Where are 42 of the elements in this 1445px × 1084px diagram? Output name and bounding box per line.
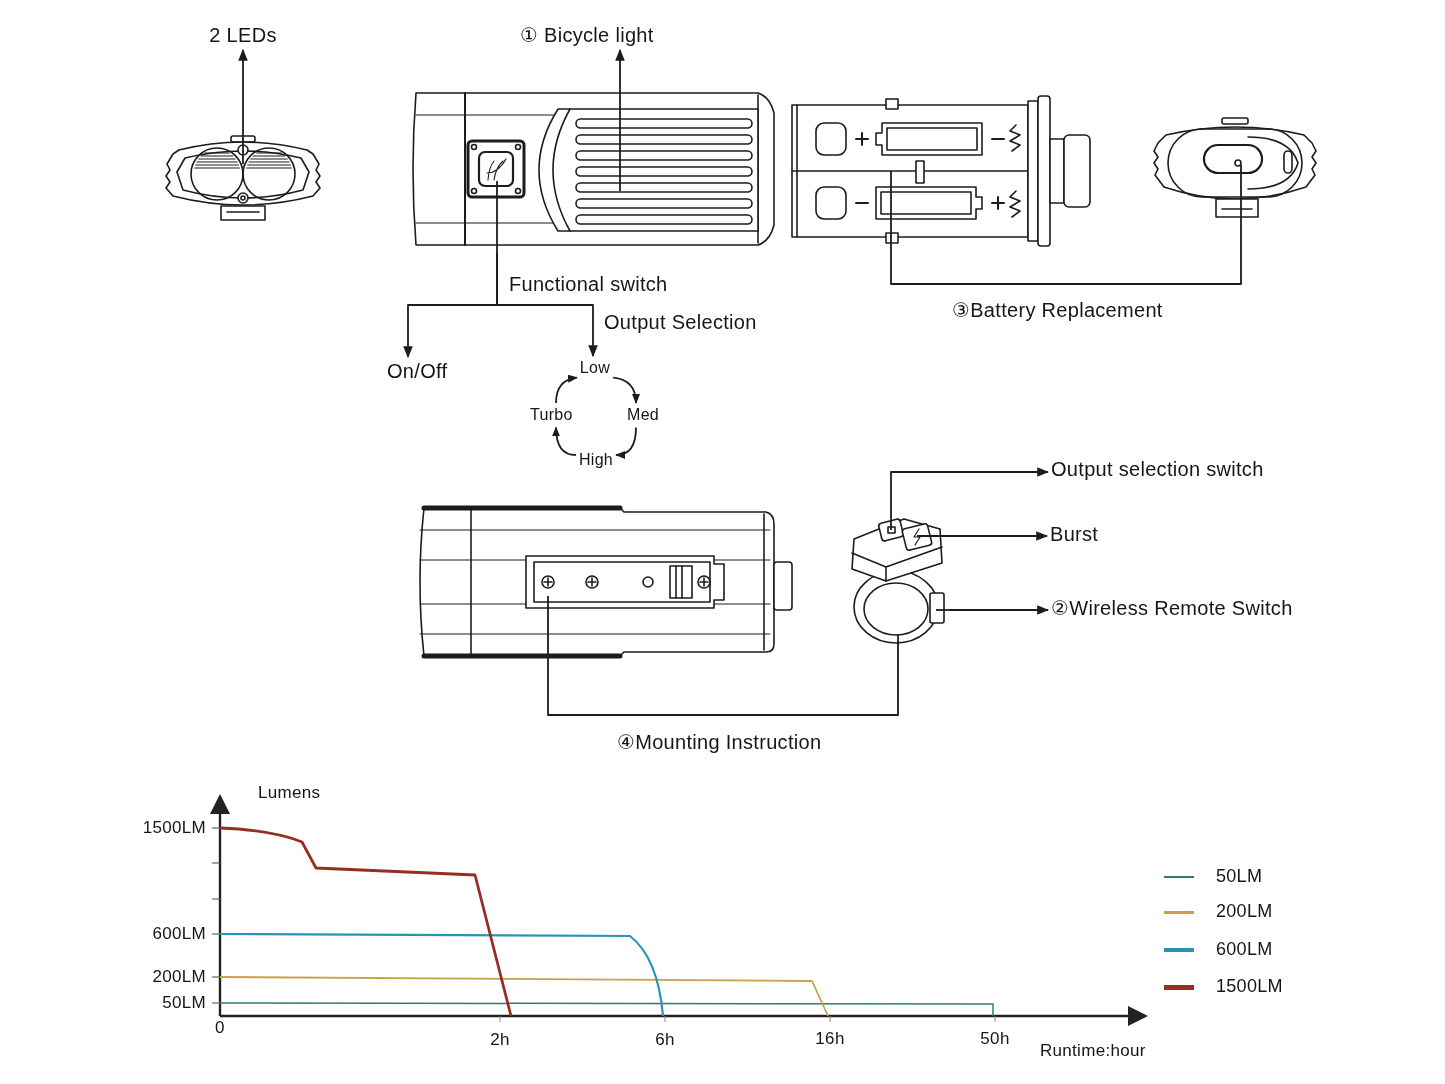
callout-label: Burst <box>1050 523 1099 546</box>
curved-arrow <box>552 426 577 456</box>
curved-arrow <box>615 426 637 459</box>
leader-line <box>547 646 899 716</box>
mode-label: High <box>578 451 614 470</box>
arrow <box>949 531 1049 541</box>
edge-label: Output Selection <box>602 311 759 334</box>
tick-label: 16h <box>815 1029 845 1049</box>
callout-label: 2 LEDs <box>209 24 277 47</box>
mode-label: Low <box>579 359 611 378</box>
curved-arrow <box>612 376 640 404</box>
arrow <box>615 48 625 86</box>
legend-label: 600LM <box>1216 939 1273 960</box>
axis-title: Runtime:hour <box>1040 1041 1146 1061</box>
legend-label: 1500LM <box>1216 976 1283 997</box>
tick-label: 50LM <box>162 993 206 1013</box>
callout-label: ① Bicycle light <box>520 24 654 47</box>
arrow <box>949 605 1050 615</box>
legend-label: 50LM <box>1216 866 1263 887</box>
edge-label: ③Battery Replacement <box>950 299 1165 322</box>
tick-label: 1500LM <box>142 818 206 838</box>
mode-label: Turbo <box>530 406 573 425</box>
legend-label: 200LM <box>1216 901 1273 922</box>
leader-line <box>890 222 1242 285</box>
axis-title: Lumens <box>258 783 321 803</box>
mode-label: On/Off <box>387 360 448 383</box>
arrow <box>890 467 1050 518</box>
light-front-view <box>163 120 323 222</box>
tick-label: 6h <box>655 1030 675 1050</box>
callout-label: Output selection switch <box>1051 458 1264 481</box>
tick-label: 50h <box>980 1029 1010 1049</box>
tick-label: 200LM <box>152 967 206 987</box>
tick-label: 600LM <box>152 924 206 944</box>
arrow <box>238 48 248 121</box>
arrow <box>496 252 598 358</box>
tick-label: 2h <box>490 1030 510 1050</box>
battery-holder-drawing <box>790 95 1094 247</box>
callout-label: ②Wireless Remote Switch <box>1051 597 1293 620</box>
mode-label: Med <box>627 406 660 425</box>
tick-label: 0 <box>215 1018 225 1038</box>
light-rear-view <box>1150 115 1320 223</box>
curved-arrow <box>555 375 578 404</box>
